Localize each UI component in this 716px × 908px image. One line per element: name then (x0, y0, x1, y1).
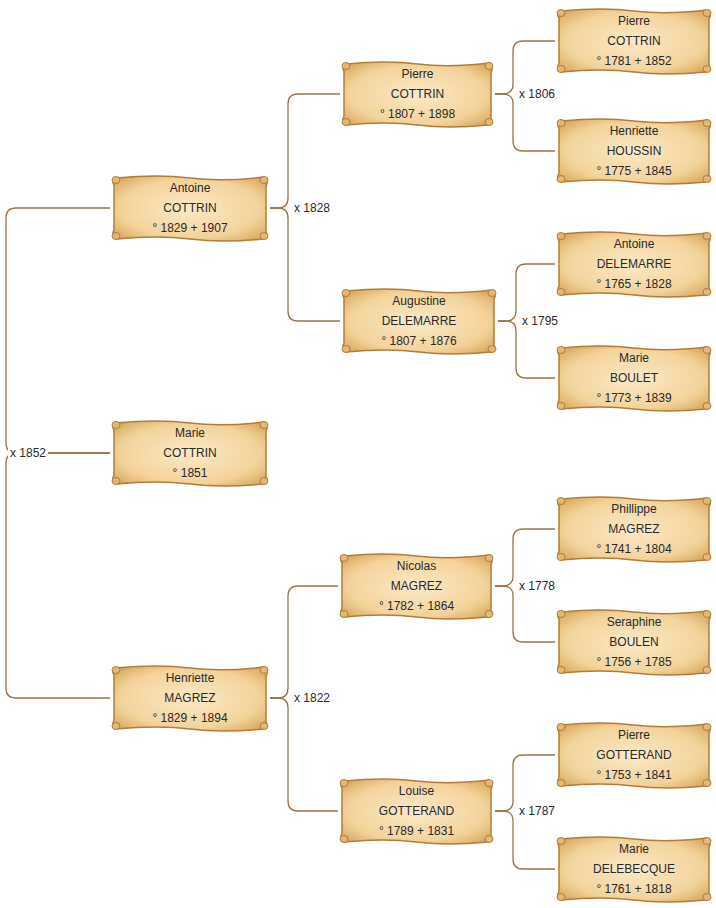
given-name: Antoine (614, 234, 655, 254)
marriage-year: x 1787 (517, 804, 557, 818)
person-box: SeraphineBOULEN° 1756 + 1785 (555, 606, 713, 678)
given-name: Henriette (610, 121, 659, 141)
given-name: Seraphine (607, 612, 662, 632)
life-dates: ° 1829 + 1894 (152, 708, 227, 728)
lineage-line (6, 453, 110, 698)
life-dates: ° 1775 + 1845 (596, 161, 671, 181)
given-name: Louise (399, 781, 434, 801)
life-dates: ° 1807 + 1898 (380, 104, 455, 124)
person-box: AntoineCOTTRIN° 1829 + 1907 (110, 172, 270, 244)
lineage-line (270, 698, 338, 811)
surname: GOTTERAND (379, 801, 454, 821)
surname: COTTRIN (163, 443, 216, 463)
surname: COTTRIN (163, 198, 216, 218)
person-box: NicolasMAGREZ° 1782 + 1864 (338, 550, 495, 622)
marriage-year: x 1795 (520, 314, 560, 328)
marriage-year: x 1822 (292, 691, 332, 705)
surname: DELEMARRE (597, 254, 672, 274)
lineage-line (495, 586, 555, 642)
given-name: Augustine (392, 291, 445, 311)
lineage-line (270, 586, 338, 698)
surname: MAGREZ (391, 576, 442, 596)
life-dates: ° 1761 + 1818 (596, 879, 671, 899)
person-box: MarieBOULET° 1773 + 1839 (555, 342, 713, 414)
person-box: PhillippeMAGREZ° 1741 + 1804 (555, 493, 713, 565)
life-dates: ° 1753 + 1841 (596, 765, 671, 785)
life-dates: ° 1756 + 1785 (596, 652, 671, 672)
life-dates: ° 1851 (173, 463, 208, 483)
marriage-year: x 1778 (517, 579, 557, 593)
life-dates: ° 1741 + 1804 (596, 539, 671, 559)
life-dates: ° 1782 + 1864 (379, 596, 454, 616)
surname: COTTRIN (391, 84, 444, 104)
given-name: Marie (175, 423, 205, 443)
surname: DELEBECQUE (593, 859, 675, 879)
lineage-line (6, 208, 110, 453)
given-name: Pierre (618, 11, 650, 31)
person-box: PierreGOTTERAND° 1753 + 1841 (555, 719, 713, 791)
surname: HOUSSIN (607, 141, 662, 161)
surname: MAGREZ (608, 519, 659, 539)
given-name: Phillippe (611, 499, 656, 519)
person-box: AntoineDELEMARRE° 1765 + 1828 (555, 228, 713, 300)
lineage-line (498, 321, 555, 378)
surname: BOULEN (609, 632, 658, 652)
person-box: MarieCOTTRIN° 1851 (110, 417, 270, 489)
marriage-year: x 1852 (8, 446, 48, 460)
life-dates: ° 1807 + 1876 (381, 331, 456, 351)
surname: COTTRIN (607, 31, 660, 51)
life-dates: ° 1829 + 1907 (152, 218, 227, 238)
surname: DELEMARRE (382, 311, 457, 331)
lineage-line (498, 264, 555, 321)
person-box: LouiseGOTTERAND° 1789 + 1831 (338, 775, 495, 847)
given-name: Marie (619, 348, 649, 368)
lineage-line (495, 94, 555, 151)
person-box: AugustineDELEMARRE° 1807 + 1876 (340, 285, 498, 357)
person-box: MarieDELEBECQUE° 1761 + 1818 (555, 833, 713, 905)
person-box: PierreCOTTRIN° 1781 + 1852 (555, 5, 713, 77)
surname: GOTTERAND (596, 745, 671, 765)
person-box: HenrietteMAGREZ° 1829 + 1894 (110, 662, 270, 734)
lineage-line (495, 529, 555, 586)
given-name: Henriette (166, 668, 215, 688)
life-dates: ° 1773 + 1839 (596, 388, 671, 408)
given-name: Marie (619, 839, 649, 859)
person-box: PierreCOTTRIN° 1807 + 1898 (340, 58, 495, 130)
lineage-line (495, 811, 555, 869)
surname: BOULET (610, 368, 658, 388)
life-dates: ° 1789 + 1831 (379, 821, 454, 841)
given-name: Antoine (170, 178, 211, 198)
life-dates: ° 1765 + 1828 (596, 274, 671, 294)
lineage-line (270, 94, 340, 208)
lineage-line (270, 208, 340, 321)
given-name: Nicolas (397, 556, 436, 576)
life-dates: ° 1781 + 1852 (596, 51, 671, 71)
given-name: Pierre (618, 725, 650, 745)
given-name: Pierre (401, 64, 433, 84)
marriage-year: x 1806 (517, 87, 557, 101)
lineage-line (495, 755, 555, 811)
person-box: HenrietteHOUSSIN° 1775 + 1845 (555, 115, 713, 187)
marriage-year: x 1828 (292, 201, 332, 215)
surname: MAGREZ (164, 688, 215, 708)
